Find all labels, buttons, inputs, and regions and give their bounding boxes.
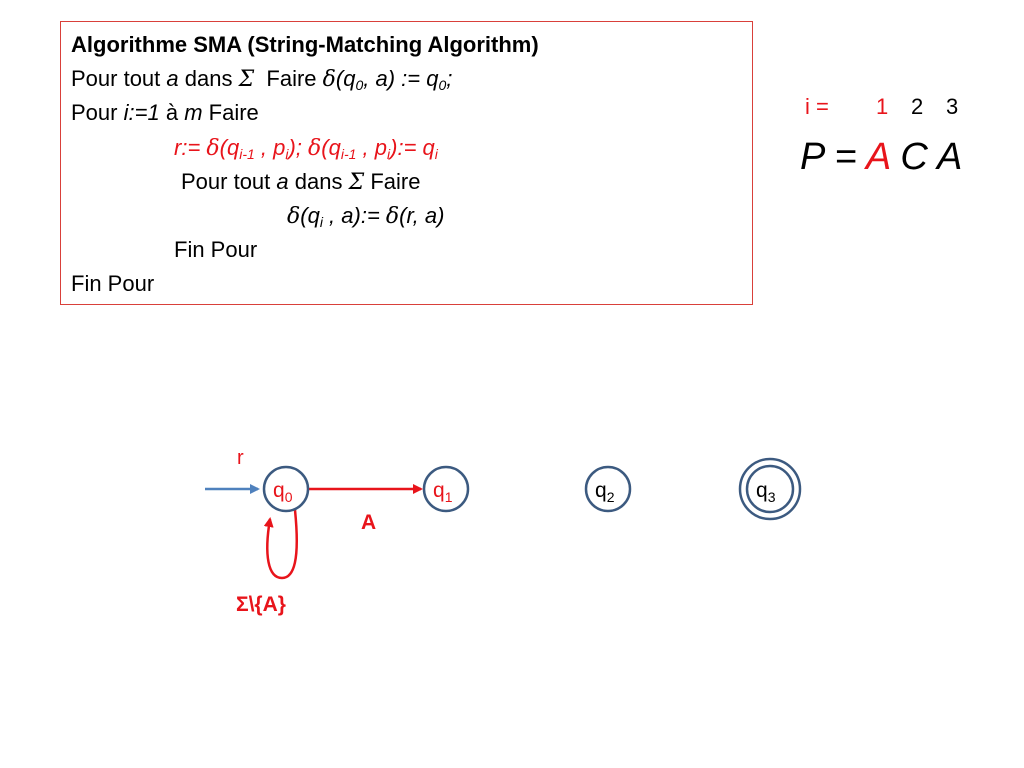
variable: a xyxy=(166,66,179,91)
delta-symbol: δ xyxy=(385,204,400,229)
keyword: Pour xyxy=(71,100,118,125)
state-name: q xyxy=(595,479,607,502)
self-loop-q0 xyxy=(263,509,298,580)
start-label: r xyxy=(237,447,244,469)
subscript: i xyxy=(285,146,289,162)
expr: , a):= xyxy=(322,203,386,228)
delta-symbol: δ xyxy=(308,136,322,161)
state-q3: q3 xyxy=(738,457,802,521)
subscript: i-1 xyxy=(239,146,255,162)
expr: ; xyxy=(446,66,453,91)
variable: m xyxy=(184,100,203,125)
algorithm-line-4: Pour tout a dans Σ Faire xyxy=(181,169,420,196)
algorithm-title: Algorithme SMA (String-Matching Algorith… xyxy=(71,32,539,57)
state-q1: q1 xyxy=(422,465,470,513)
algorithm-box xyxy=(60,21,753,305)
keyword: Pour tout xyxy=(181,169,271,194)
algorithm-line-5: δ(qi , a):= δ(r, a) xyxy=(287,203,444,230)
subscript: 0 xyxy=(438,77,447,93)
sigma-symbol: Σ xyxy=(348,170,365,195)
delta-symbol: δ xyxy=(206,136,220,161)
keyword: Faire xyxy=(370,169,421,194)
index-value: 2 xyxy=(911,94,924,119)
pattern-char: A xyxy=(936,136,963,178)
pattern-string: P = A C A xyxy=(800,136,962,179)
edge-q0-q1-label: A xyxy=(361,511,376,534)
expr: (q xyxy=(219,135,240,160)
pattern-char: A xyxy=(865,136,890,178)
expr: (q xyxy=(335,66,356,91)
expr: i:=1 xyxy=(123,100,160,125)
expr: (q xyxy=(321,135,341,160)
subscript: i xyxy=(387,146,391,162)
state-sub: 2 xyxy=(607,489,615,505)
algorithm-line-7: Fin Pour xyxy=(71,271,155,296)
keyword: dans xyxy=(184,66,233,91)
subscript: 0 xyxy=(355,77,364,93)
sigma-symbol: Σ xyxy=(238,67,255,92)
state-sub: 1 xyxy=(445,489,453,505)
state-name: q xyxy=(433,479,445,502)
delta-symbol: δ xyxy=(287,204,301,229)
keyword: dans xyxy=(294,169,343,194)
expr: , p xyxy=(254,135,286,160)
algorithm-line-6: Fin Pour xyxy=(174,237,258,262)
keyword: Pour tout xyxy=(71,66,161,91)
keyword: à xyxy=(165,100,179,125)
state-q0: q0 xyxy=(262,465,310,513)
index-value: 1 xyxy=(876,94,889,119)
svg-text:q2: q2 xyxy=(595,479,615,505)
subscript: i-1 xyxy=(340,146,357,162)
index-label: i = xyxy=(805,94,829,119)
state-sub: 0 xyxy=(285,489,293,505)
algorithm-line-3: r:= δ(qi-1 , pi); δ(qi-1 , pi):= qi xyxy=(174,135,438,162)
subscript: i xyxy=(319,214,323,230)
self-loop-label: Σ\{A} xyxy=(236,593,286,616)
state-name: q xyxy=(756,479,768,502)
expr: ); xyxy=(288,135,309,160)
expr: , a) := q xyxy=(363,66,439,91)
subscript: i xyxy=(434,146,438,162)
delta-symbol: δ xyxy=(322,67,336,92)
svg-text:q0: q0 xyxy=(273,479,293,505)
algorithm-line-1: Pour tout a dans Σ Faire δ(q0, a) := q0; xyxy=(71,66,452,93)
expr: (r, a) xyxy=(399,203,445,228)
expr: ):= q xyxy=(390,135,435,160)
pattern-char: C xyxy=(900,136,928,178)
pattern-prefix: P = xyxy=(800,136,866,178)
expr: r:= xyxy=(174,135,207,160)
index-value: 3 xyxy=(946,94,959,119)
expr: , p xyxy=(356,135,387,160)
state-sub: 3 xyxy=(768,489,776,505)
algorithm-line-2: Pour i:=1 à m Faire xyxy=(71,100,259,126)
state-name: q xyxy=(273,479,285,502)
keyword: Faire xyxy=(266,66,317,91)
svg-text:q1: q1 xyxy=(433,479,453,505)
state-q2: q2 xyxy=(584,465,632,513)
variable: a xyxy=(276,169,289,194)
keyword: Faire xyxy=(208,100,259,125)
svg-text:q3: q3 xyxy=(756,479,776,505)
expr: (q xyxy=(300,203,320,228)
